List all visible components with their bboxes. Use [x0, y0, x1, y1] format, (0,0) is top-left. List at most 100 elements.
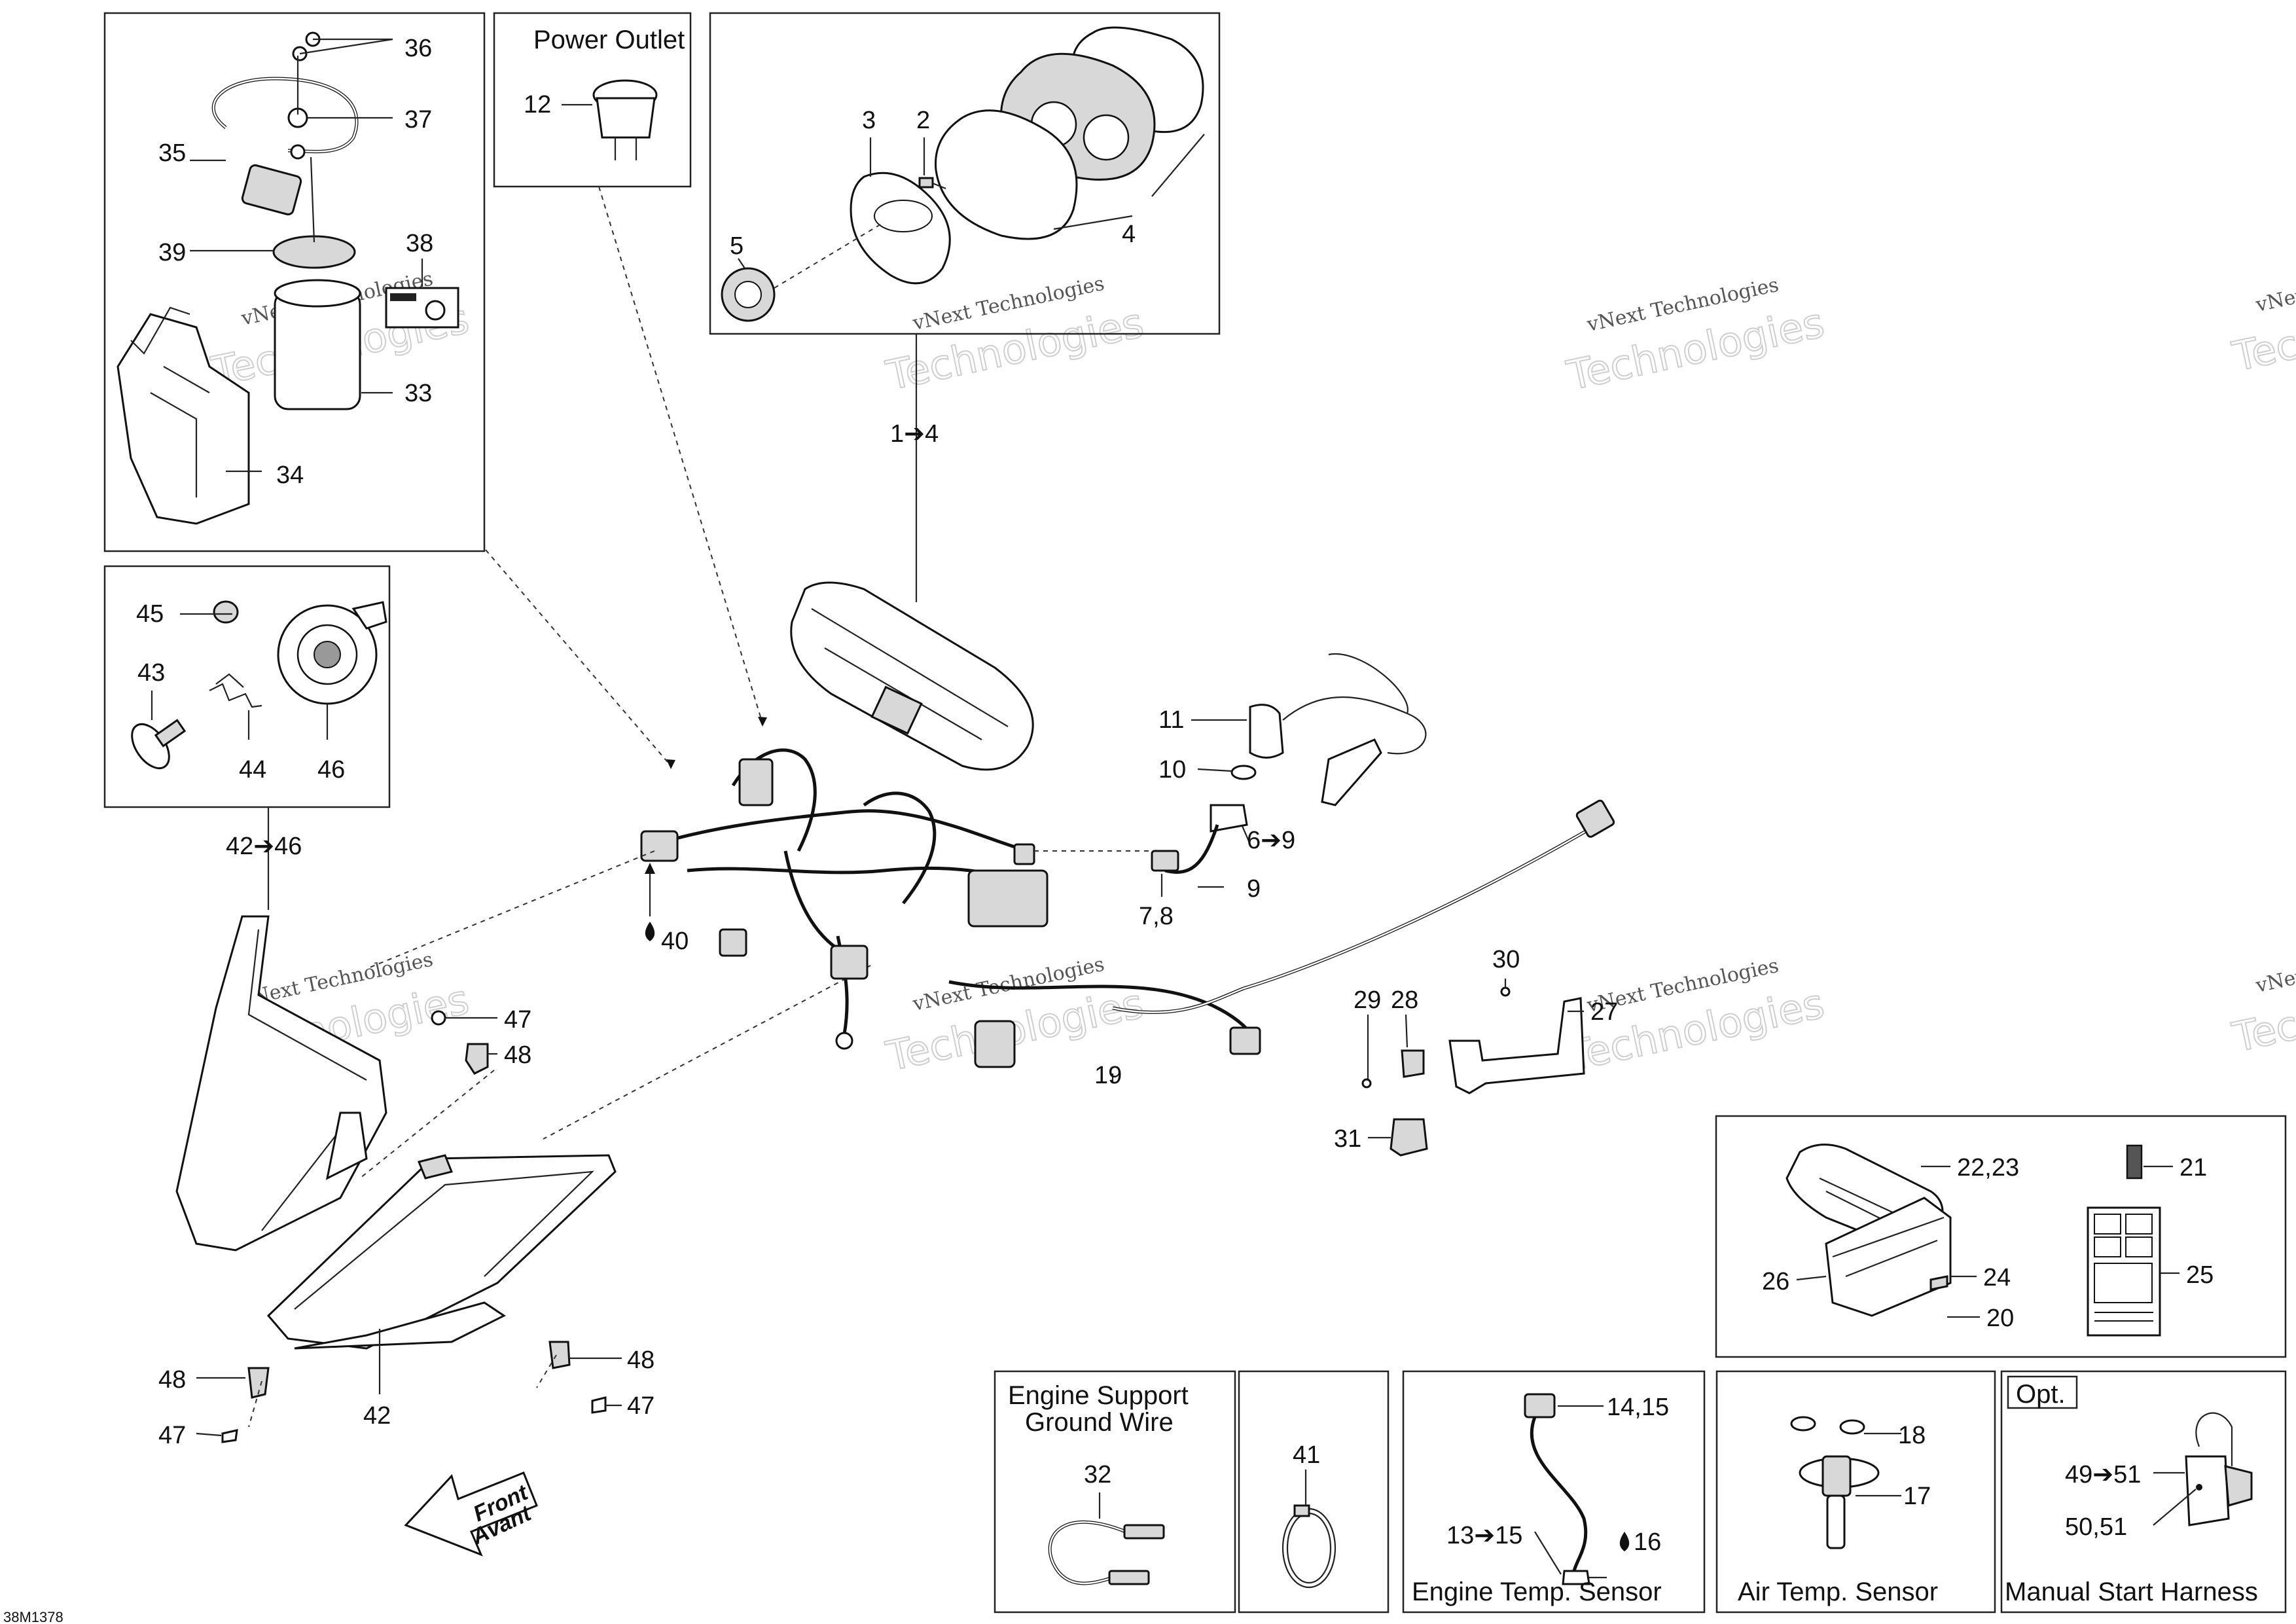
callout-22-23: 22,23 — [1957, 1154, 2019, 1182]
callout-17: 17 — [1903, 1483, 1931, 1510]
callout-9: 9 — [1247, 875, 1261, 903]
switch-6-9 — [1210, 804, 1248, 833]
watermark-small: vNext Technologies — [2253, 935, 2296, 998]
manual-start-harness-assembly — [2007, 1375, 2253, 1526]
connector-40 — [640, 830, 679, 862]
front-direction-arrow: Front Avant — [404, 1471, 538, 1557]
clamp-assembly — [1282, 1470, 1336, 1589]
clip-28 — [1401, 1049, 1425, 1078]
callout-12: 12 — [524, 91, 551, 118]
solenoid-33 — [274, 290, 361, 410]
callout-25: 25 — [2186, 1261, 2214, 1289]
nut-47a — [431, 1010, 446, 1026]
connector-35 — [241, 164, 302, 216]
callout-30: 30 — [1492, 946, 1520, 973]
callout-48: 48 — [504, 1041, 531, 1069]
clip-48b — [247, 1367, 270, 1399]
air-temp-sensor-17 — [1821, 1455, 1852, 1497]
caption-power-outlet: Power Outlet — [533, 26, 685, 54]
watermark-small: vNext Technologies — [2253, 254, 2296, 317]
grommet-18b — [1839, 1419, 1865, 1435]
callout-4: 4 — [1122, 221, 1136, 248]
caption-manual-start: Manual Start Harness — [2005, 1578, 2258, 1606]
bracket-34 — [117, 313, 250, 525]
air-temp-sensor-assembly — [1790, 1416, 1901, 1549]
callout-48: 48 — [627, 1346, 655, 1374]
callout-2: 2 — [916, 107, 930, 134]
panel-air-temp — [1715, 1370, 1996, 1614]
callout-24: 24 — [1983, 1264, 2011, 1291]
callout-27: 27 — [1590, 998, 1618, 1026]
callout-7-8: 7,8 — [1139, 903, 1174, 930]
screw-47c — [591, 1396, 607, 1414]
callout-49-51: 49➔51 — [2065, 1461, 2141, 1489]
callout-16: 16 — [1634, 1528, 1661, 1556]
callout-47: 47 — [504, 1006, 531, 1034]
callout-43: 43 — [137, 659, 165, 687]
starter-solenoid-assembly — [117, 31, 459, 525]
fuse-21 — [2126, 1144, 2143, 1180]
callout-1-4: 1➔4 — [890, 420, 939, 448]
callout-33: 33 — [404, 380, 432, 407]
ground-wire-assembly — [1048, 1492, 1165, 1585]
connector-14 — [1524, 1393, 1556, 1418]
panel-boxes — [103, 12, 2287, 1614]
main-wiring-harness — [366, 186, 1615, 1083]
callout-47: 47 — [158, 1422, 186, 1449]
callout-37: 37 — [404, 106, 432, 134]
callout-40: 40 — [661, 928, 689, 955]
screw-47b — [221, 1429, 238, 1443]
callout-21: 21 — [2179, 1154, 2207, 1182]
harness-trunk — [654, 809, 1028, 853]
panel-gauge — [709, 12, 1221, 335]
callout-36: 36 — [404, 35, 432, 62]
callout-13-15: 13➔15 — [1446, 1522, 1522, 1549]
callout-14-15: 14,15 — [1607, 1394, 1669, 1421]
clip-48c — [548, 1341, 571, 1369]
callout-42-46: 42➔46 — [226, 833, 302, 860]
callout-19: 19 — [1094, 1062, 1122, 1089]
front-arrow-shape — [404, 1471, 538, 1557]
caption-engine-support: Engine Support — [1008, 1381, 1189, 1410]
callout-47: 47 — [627, 1392, 655, 1420]
callout-35: 35 — [158, 139, 186, 167]
fuse-box-base-24 — [1825, 1197, 1952, 1317]
washer-37b — [290, 144, 306, 160]
panel-engine-temp — [1402, 1370, 1706, 1614]
drop-icon-40 — [645, 922, 655, 941]
headlight-assembly — [175, 915, 871, 1443]
caption-engine-temp: Engine Temp. Sensor — [1412, 1578, 1662, 1606]
bracket-27 — [1448, 997, 1585, 1094]
callout-29: 29 — [1354, 986, 1381, 1014]
drop-icon-16 — [1619, 1532, 1630, 1551]
gauge-cluster — [790, 581, 1034, 771]
callout-46: 46 — [317, 756, 345, 784]
caption-air-temp: Air Temp. Sensor — [1738, 1578, 1938, 1606]
tether-cap-11 — [1249, 704, 1284, 759]
screw-29 — [1361, 1078, 1372, 1089]
panel-ground-wire — [994, 1370, 1236, 1614]
callout-50-51: 50,51 — [2065, 1513, 2127, 1541]
screw-30 — [1500, 986, 1511, 997]
callout-39: 39 — [158, 239, 186, 266]
washer-10 — [1230, 765, 1257, 780]
engine-temp-sensor-13 — [1562, 1570, 1590, 1585]
spring-44 — [209, 683, 262, 708]
gauge-front-4 — [935, 109, 1078, 240]
callout-48: 48 — [158, 1366, 186, 1394]
connector-7-8 — [1151, 850, 1179, 872]
callout-10: 10 — [1158, 756, 1186, 784]
callout-3: 3 — [862, 107, 876, 134]
headlight-bulb-assembly — [131, 600, 387, 770]
callout-11: 11 — [1158, 706, 1184, 734]
engine-temp-sensor-assembly — [1524, 1393, 1630, 1585]
panel-manual-start — [2000, 1370, 2287, 1614]
clamp-41 — [1282, 1507, 1336, 1589]
callout-6-9: 6➔9 — [1247, 827, 1295, 854]
callout-45: 45 — [136, 600, 164, 628]
panel-clamp — [1238, 1370, 1390, 1614]
connector-31 — [1390, 1118, 1428, 1157]
bezel-3 — [850, 171, 951, 285]
grommet-18 — [1790, 1416, 1816, 1432]
